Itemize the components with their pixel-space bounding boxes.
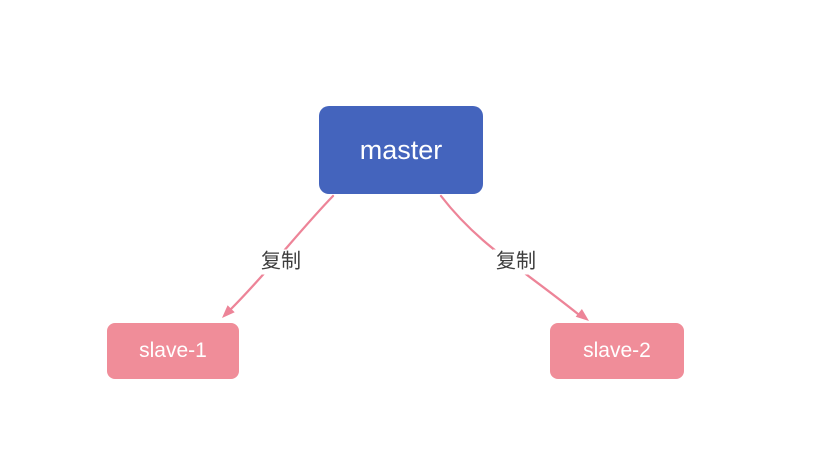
arrowhead-slave1-icon (222, 305, 235, 318)
edge-label-replicate-left[interactable]: 复制 (258, 249, 304, 275)
arrowhead-slave2-icon (575, 309, 589, 321)
node-master-label: master (359, 134, 443, 165)
node-slave-1-label: slave-1 (139, 339, 207, 362)
node-master[interactable]: master (319, 106, 483, 194)
node-slave-2[interactable]: slave-2 (550, 323, 684, 379)
node-slave-1[interactable]: slave-1 (107, 323, 239, 379)
edge-label-replicate-right[interactable]: 复制 (493, 249, 539, 275)
node-slave-2-label: slave-2 (583, 339, 651, 362)
